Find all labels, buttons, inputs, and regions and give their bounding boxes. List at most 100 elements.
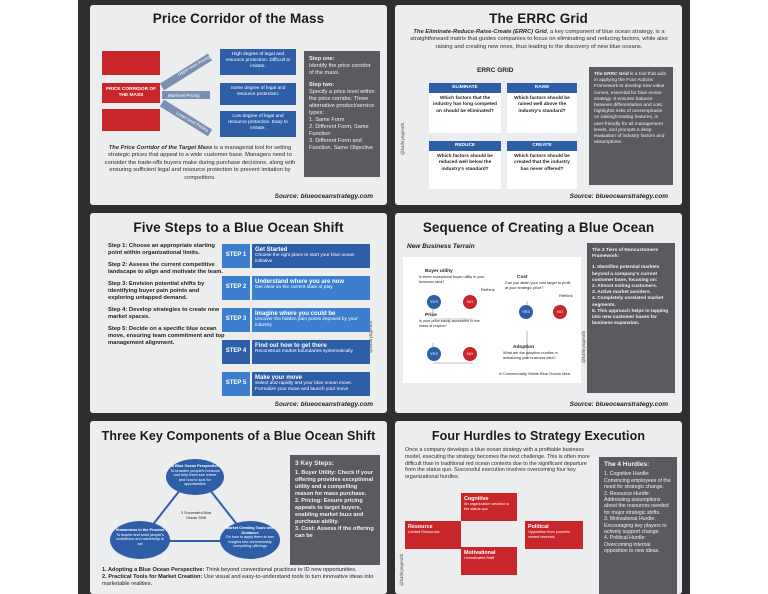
step-head: Understand where you are now [255,279,345,285]
noncustomers-panel: The 3 Tiers of Noncustomers Framework: 1… [587,243,675,393]
panel-item: 2. Resource Hurdle: Addressing assumptio… [604,490,669,516]
step-body: Get Started Choose the right place to st… [252,244,370,268]
panel-item: 1. Same Form [309,117,345,123]
errc-cell-head: CREATE [507,141,577,152]
caption-lead: The Price Corridor of the Target Mass [108,145,213,151]
step-head: Find out how to get there [255,343,327,349]
step2-text: Specify a price level within the price c… [309,89,375,116]
left-step: Step 2: Assess the current competitive l… [108,262,223,275]
key-steps-panel: 3 Key Steps: 1. Buyer Utility: Check if … [290,455,380,565]
panel-item: 4. Completely unrelated market segments. [592,296,664,308]
circle-humanness: Humanness in the Process To inspire and … [110,521,170,559]
tier-arrows [160,53,213,137]
step-text: Reconstruct market boundaries systematic… [255,349,353,354]
step-body: Make your move Select and rapidly test y… [252,372,370,396]
step-text: Get clear on the current state of play [255,285,333,290]
bottom-note-text: Think beyond conventional practices to I… [204,567,357,573]
arrow-down [160,99,213,137]
panel-item: 3. Motivational Hurdle: Encouraging key … [604,516,667,536]
hurdle-text: An organization wedded to the status quo [464,502,509,511]
panel-item: 4. Political Hurdle: Overcoming internal… [604,535,660,555]
step-row-1: STEP 1 Get Started Choose the right plac… [222,244,370,268]
step-head: Imagine where you could be [255,311,336,317]
price-corridor-label: PRICE CORRIDOR OF THE MASS [102,83,160,103]
card-five-steps: Five Steps to a Blue Ocean Shift Step 1:… [90,213,387,413]
handle-tag: @kathryngreath [399,553,404,586]
caption-rest: is a managerial tool for setting strateg… [104,145,296,181]
rethink-label: Rethink [559,293,573,298]
source-credit: Source: blueoceanstrategy.com [274,401,373,408]
hurdle-head: Resource [408,524,433,530]
circle-text: To inspire and build people's confidence… [115,532,165,546]
node-text: Is there exceptional buyer utility in yo… [419,275,485,284]
card-title: The ERRC Grid [489,11,588,26]
handle-tag: @kathryngreath [581,330,586,363]
node-text: What are the adoption hurdles in actuali… [503,351,558,360]
source-credit: Source: blueoceanstrategy.com [274,193,373,200]
hurdle-resource: Resource Limited Resources [405,521,461,549]
footer-note: A Commercially Viable Blue Ocean Idea [499,371,570,376]
bottom-notes: 1. Adopting a Blue Ocean Perspective: Th… [102,567,382,587]
errc-intro: The Eliminate-Reduce-Raise-Create (ERRC)… [409,29,669,51]
hurdle-cognitive: Cognitive An organization wedded to the … [461,493,517,521]
panel-item: 3. Active market avoiders. [592,290,652,296]
circle-title: A Blue Ocean Perspective [171,464,219,468]
circle-text: On how to apply them to turn insights in… [225,535,275,549]
circle-perspective: A Blue Ocean Perspective To broaden peop… [166,459,224,495]
card-four-hurdles: Four Hurdles to Strategy Execution Once … [395,421,682,594]
errc-cell-text: Which factors should be raised well abov… [507,93,577,134]
errc-intro-rest: , a key component of blue ocean strategy… [410,29,668,50]
node-text: Can you attain your cost target to profi… [505,281,571,290]
errc-cell-text: Which factors should be created that the… [507,151,577,190]
card-title: Four Hurdles to Strategy Execution [431,429,646,443]
errc-cell-head: RAISE [507,83,577,94]
hurdle-text: Unmotivated Staff [464,556,495,560]
hurdle-text: Limited Resources [408,530,440,534]
hurdles-intro: Once a company develops a blue ocean str… [405,447,590,481]
step1-title: Step one: [309,56,335,62]
step-row-4: STEP 4 Find out how to get there Reconst… [222,340,370,364]
bottom-note-text: Use visual and easy-to-understand tools … [102,573,374,587]
hurdle-head: Cognitive [464,496,489,502]
left-step: Step 4: Develop strategies to create new… [108,307,220,320]
panel-item: 1. Identifies potential markets beyond a… [592,265,660,283]
errc-cell-text: Which factors should be reduced well bel… [429,151,501,190]
step-row-5: STEP 5 Make your move Select and rapidly… [222,372,370,396]
price-corridor-box-lower [102,109,160,131]
yes-node: YES [427,347,441,361]
rethink-label: Rethink [481,287,495,292]
step-text: Select and rapidly test your blue ocean … [255,381,353,393]
left-step: Step 5: Decide on a specific blue ocean … [108,326,225,346]
node-label: Adoption [513,345,535,350]
center-label: 3 Successful Blue Ocean Shift [180,511,212,520]
circle-title: Humanness in the Process [115,528,165,532]
tier-arrow-mid: Mid-level Pricing [168,93,200,98]
errc-cell-eliminate: ELIMINATE Which factors that the industr… [429,83,501,135]
panel-item: 5. This approach helps in tapping into n… [592,308,669,327]
bottom-note-lead: 2. Practical Tools for Market Creation: [102,573,203,580]
steps-panel: Step one: Identify the price corridor of… [304,51,380,177]
left-steps-list: Step 1: Choose an appropriate starting p… [108,243,226,347]
left-step: Step 3: Envision potential shifts by ide… [108,281,205,301]
tier-mid-box: Some degree of legal and resource protec… [220,83,296,105]
errc-intro-lead: The Eliminate-Reduce-Raise-Create (ERRC)… [413,29,547,35]
card-title: Five Steps to a Blue Ocean Shift [133,220,344,235]
errc-cell-reduce: REDUCE Which factors should be reduced w… [429,141,501,191]
source-credit: Source: blueoceanstrategy.com [569,401,668,408]
step-row-3: STEP 3 Imagine where you could be Uncove… [222,308,370,332]
step-head: Get Started [255,247,288,253]
errc-cell-head: ELIMINATE [429,83,501,94]
step-text: Uncover the hidden pain points imposed b… [255,317,358,329]
step-label: STEP 5 [222,372,250,396]
errc-panel: The ERRC Grid is a tool that aids in app… [589,67,673,185]
node-label: Cost [517,275,528,280]
handle-tag: @kathryngreath [400,122,405,155]
card-title: Price Corridor of the Mass [152,11,325,26]
node-label: Buyer utility [425,269,453,274]
no-node: NO [463,347,477,361]
step1-text: Identify the price corridor of the mass. [309,63,371,76]
panel-item: 3. Cost: Assess if the offering can be [295,526,374,539]
tier-upper-box: High degree of legal and resource protec… [220,49,296,75]
circle-title: Market Creating Tools with Guidance [225,526,275,535]
step2-title: Step two: [309,82,335,88]
